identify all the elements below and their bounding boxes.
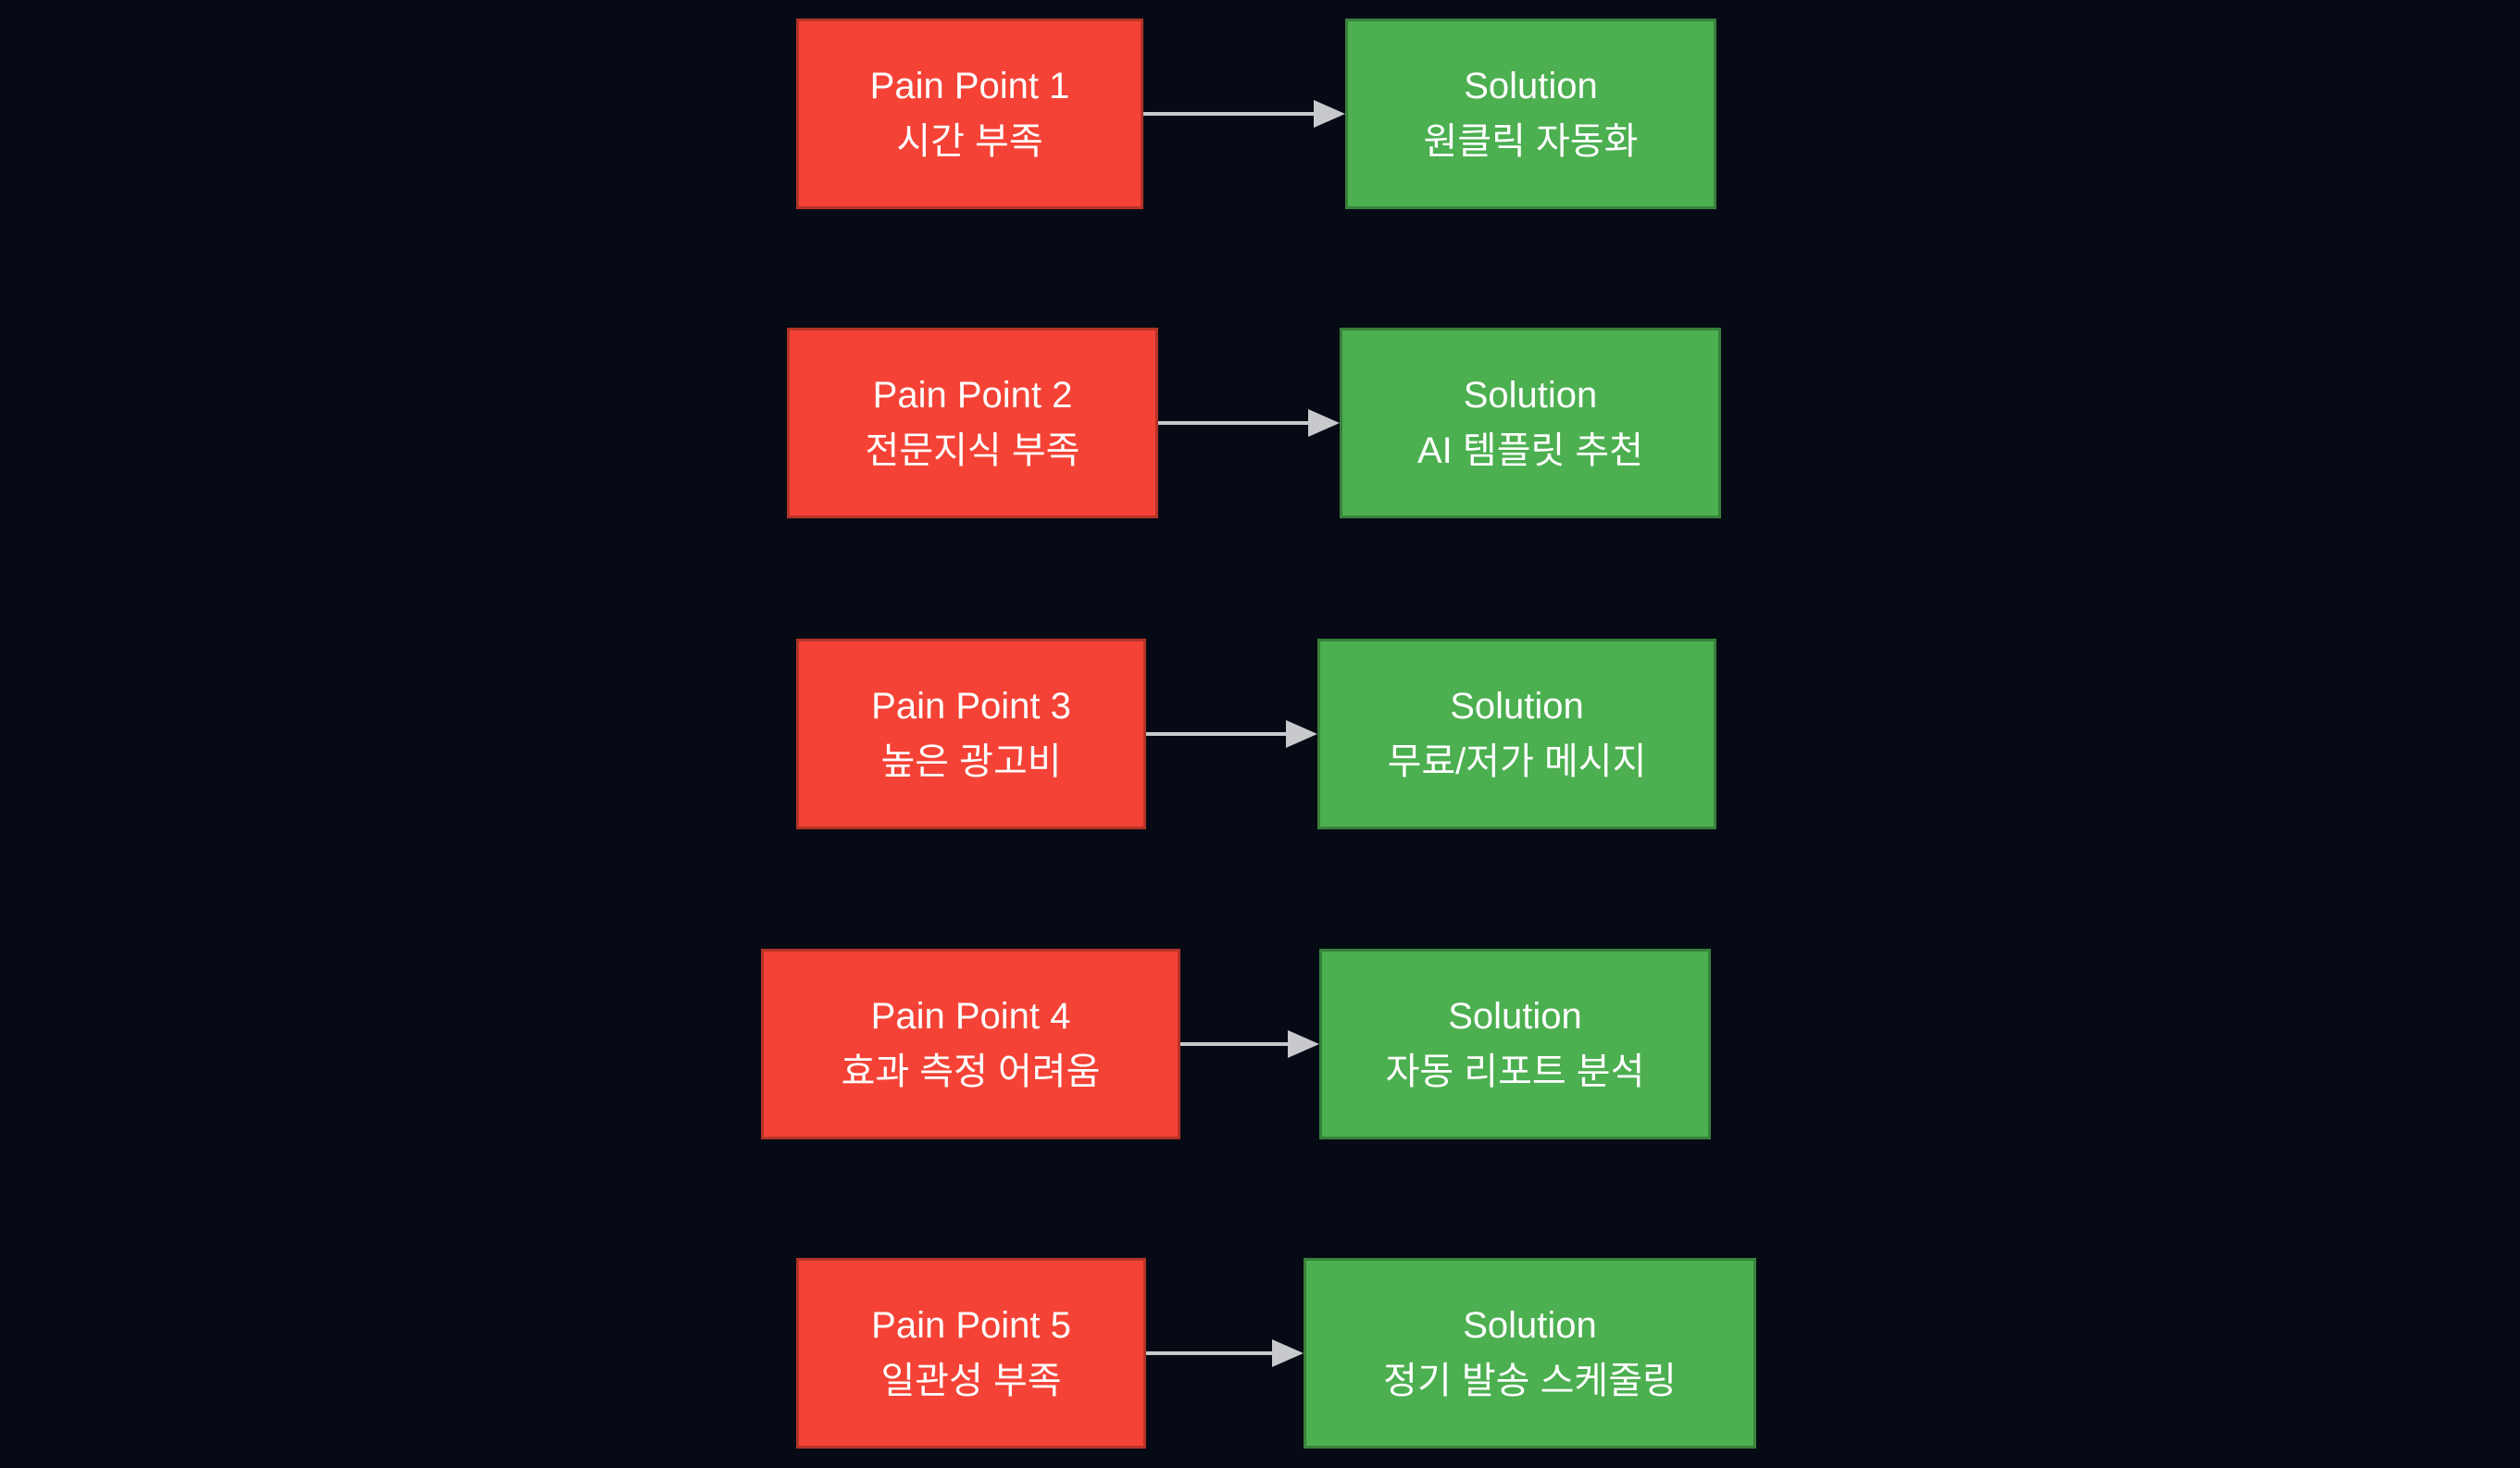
solution-3-node: Solution 무료/저가 메시지: [1317, 639, 1716, 829]
solution-5-title: Solution: [1463, 1305, 1597, 1346]
solution-2-node: Solution AI 템플릿 추천: [1340, 328, 1721, 518]
pain-point-5-title: Pain Point 5: [871, 1305, 1071, 1346]
arrow-1-line: [1143, 112, 1314, 116]
arrow-5-line: [1146, 1351, 1272, 1355]
pain-point-4-node: Pain Point 4 효과 측정 어려움: [761, 949, 1180, 1139]
pain-point-3-subtitle: 높은 광고비: [880, 741, 1062, 782]
solution-3-title: Solution: [1450, 686, 1584, 727]
pain-point-5-subtitle: 일관성 부족: [880, 1361, 1062, 1401]
solution-1-node: Solution 원클릭 자동화: [1345, 19, 1716, 209]
pain-point-4-subtitle: 효과 측정 어려움: [841, 1051, 1101, 1092]
pain-point-5-node: Pain Point 5 일관성 부족: [796, 1258, 1146, 1449]
arrow-right-icon: [1272, 1339, 1304, 1367]
arrow-right-icon: [1286, 720, 1317, 748]
solution-2-title: Solution: [1463, 375, 1598, 416]
arrow-4-line: [1180, 1042, 1288, 1046]
pain-point-3-node: Pain Point 3 높은 광고비: [796, 639, 1146, 829]
pain-point-2-title: Pain Point 2: [872, 375, 1073, 416]
solution-3-subtitle: 무료/저가 메시지: [1387, 741, 1647, 782]
pain-point-1-node: Pain Point 1 시간 부족: [796, 19, 1143, 209]
arrow-right-icon: [1288, 1030, 1319, 1058]
solution-5-subtitle: 정기 발송 스케줄링: [1383, 1361, 1677, 1401]
arrow-right-icon: [1308, 409, 1340, 437]
arrow-2-line: [1158, 421, 1308, 425]
pain-point-2-node: Pain Point 2 전문지식 부족: [787, 328, 1158, 518]
solution-4-node: Solution 자동 리포트 분석: [1319, 949, 1711, 1139]
arrow-3-line: [1146, 732, 1286, 736]
solution-1-title: Solution: [1464, 66, 1598, 106]
solution-4-subtitle: 자동 리포트 분석: [1385, 1051, 1645, 1092]
solution-2-subtitle: AI 템플릿 추천: [1416, 430, 1644, 471]
solution-5-node: Solution 정기 발송 스케줄링: [1304, 1258, 1756, 1449]
pain-point-1-subtitle: 시간 부족: [896, 121, 1043, 162]
pain-point-2-subtitle: 전문지식 부족: [865, 430, 1080, 471]
pain-point-4-title: Pain Point 4: [870, 996, 1071, 1037]
solution-1-subtitle: 원클릭 자동화: [1423, 121, 1639, 162]
pain-point-1-title: Pain Point 1: [869, 66, 1070, 106]
solution-4-title: Solution: [1448, 996, 1582, 1037]
pain-point-3-title: Pain Point 3: [871, 686, 1071, 727]
arrow-right-icon: [1314, 100, 1345, 128]
